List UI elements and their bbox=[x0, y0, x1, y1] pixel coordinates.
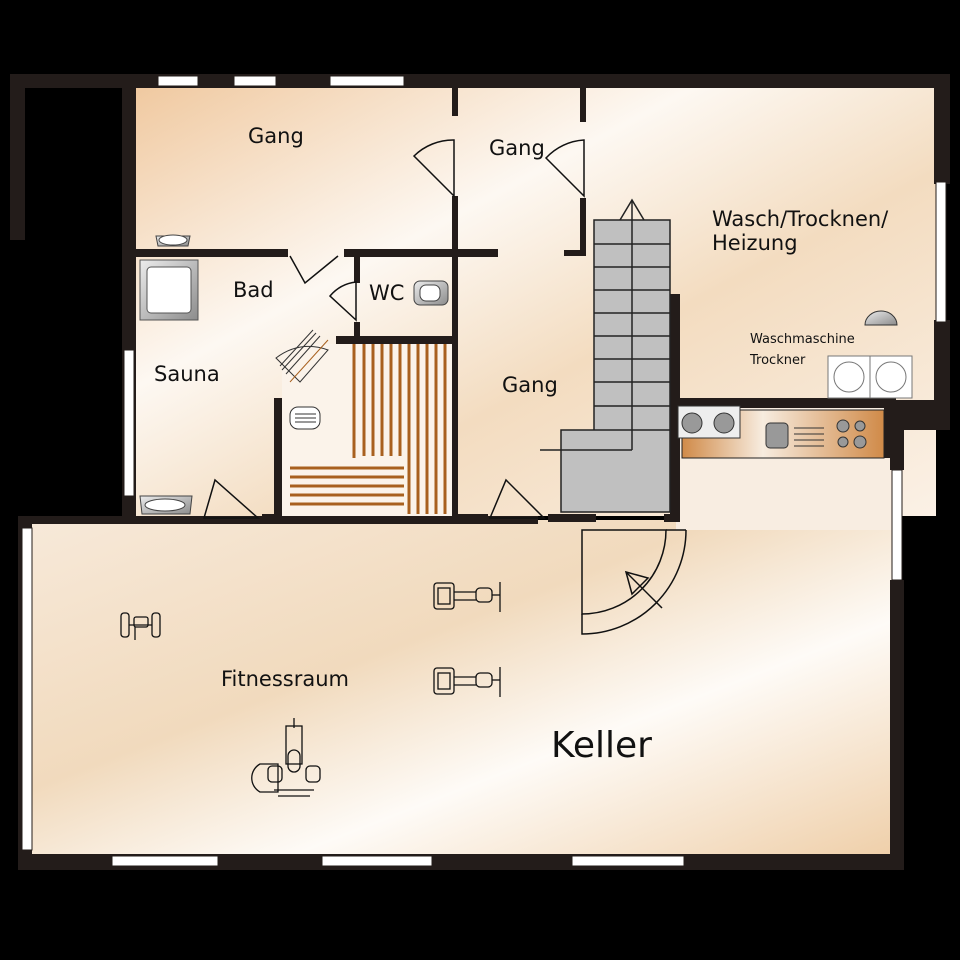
washbasin-icon bbox=[155, 234, 191, 247]
appliance-label-waschmaschine: Waschmaschine bbox=[750, 332, 855, 347]
room-label-gang: Gang bbox=[248, 124, 304, 148]
door-swing-icon bbox=[203, 478, 260, 519]
room-label-wasch-line2: Heizung bbox=[712, 231, 798, 255]
staircase-icon bbox=[540, 198, 671, 513]
exercise-bike-icon bbox=[433, 667, 501, 697]
room-label-wasch-line1: Wasch/Trocknen/ bbox=[712, 207, 889, 231]
weight-machine-icon bbox=[251, 718, 321, 797]
sauna-bench-icon bbox=[282, 344, 452, 516]
room-label-wc: WC bbox=[369, 281, 405, 305]
door-swing-icon bbox=[289, 255, 339, 285]
room-label-gang: Gang bbox=[502, 373, 558, 397]
kitchen-counter-icon bbox=[677, 405, 885, 459]
sauna-door-icon bbox=[275, 329, 329, 383]
window-icon bbox=[329, 75, 405, 87]
window-icon bbox=[157, 75, 199, 87]
toilet-icon bbox=[413, 280, 449, 306]
window-icon bbox=[111, 855, 219, 867]
shower-icon bbox=[139, 259, 199, 321]
windows bbox=[21, 75, 947, 867]
room-label-sauna: Sauna bbox=[154, 362, 220, 386]
floor-area bbox=[32, 86, 936, 856]
boiler-icon bbox=[864, 310, 898, 326]
exercise-bike-icon bbox=[433, 582, 501, 612]
window-icon bbox=[891, 469, 903, 581]
sauna-heater-icon bbox=[289, 406, 321, 430]
door-swing-icon bbox=[328, 281, 357, 322]
dumbbell-icon bbox=[120, 612, 161, 640]
window-icon bbox=[935, 181, 947, 323]
spiral-stair-icon bbox=[581, 529, 687, 635]
room-label-keller: Keller bbox=[551, 725, 652, 766]
washbasin-icon bbox=[139, 495, 193, 515]
door-swing-icon bbox=[412, 139, 455, 198]
room-label-gang: Gang bbox=[489, 136, 545, 160]
doors bbox=[203, 139, 585, 519]
window-icon bbox=[321, 855, 433, 867]
room-label-bad: Bad bbox=[233, 278, 274, 302]
room-label-fitnessraum: Fitnessraum bbox=[221, 667, 349, 691]
appliance-label-trockner: Trockner bbox=[750, 353, 806, 368]
window-icon bbox=[233, 75, 277, 87]
washing-machine-icon bbox=[827, 355, 871, 399]
door-swing-icon bbox=[544, 139, 585, 198]
window-icon bbox=[21, 527, 33, 851]
door-swing-icon bbox=[488, 478, 546, 519]
room-label-wasch: Wasch/Trocknen/ Heizung bbox=[712, 207, 888, 255]
window-icon bbox=[123, 349, 135, 497]
dryer-icon bbox=[869, 355, 913, 399]
window-icon bbox=[571, 855, 685, 867]
